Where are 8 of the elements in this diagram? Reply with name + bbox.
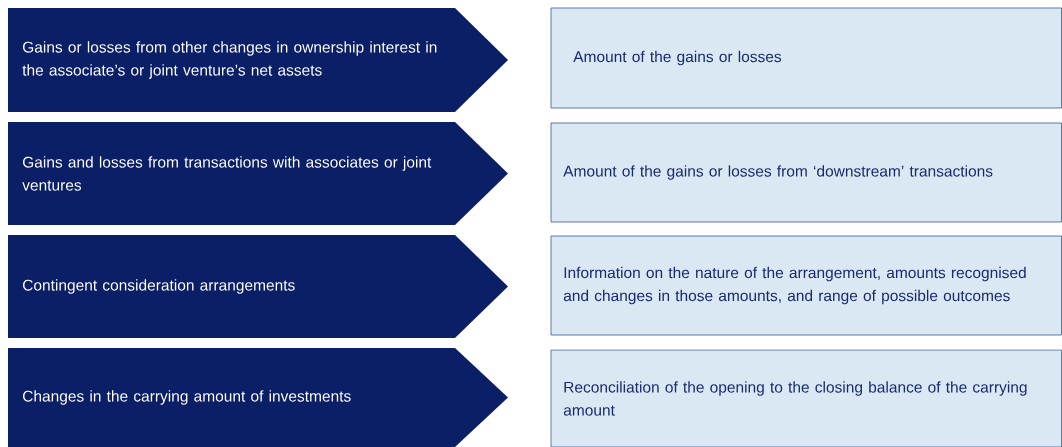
text-box: Amount of the gains or losses from ‘downstream’ transactions [550,122,1062,223]
chevron-box: Gains or losses from other changes in ownership interest in the associate’s or joint venture’s net assets [8,8,508,112]
chevron-box: Changes in the carrying amount of investments [8,348,508,447]
text-box: Information on the nature of the arrangement, amounts recognised and changes in those amounts, and range of possible outcomes [550,235,1062,336]
text-box: Reconciliation of the opening to the closing balance of the carrying amount [550,349,1062,447]
chevron-box: Gains and losses from transactions with associates or joint ventures [8,122,508,225]
chevron-box: Contingent consideration arrangements [8,235,508,338]
text-box: Amount of the gains or losses [550,7,1062,109]
